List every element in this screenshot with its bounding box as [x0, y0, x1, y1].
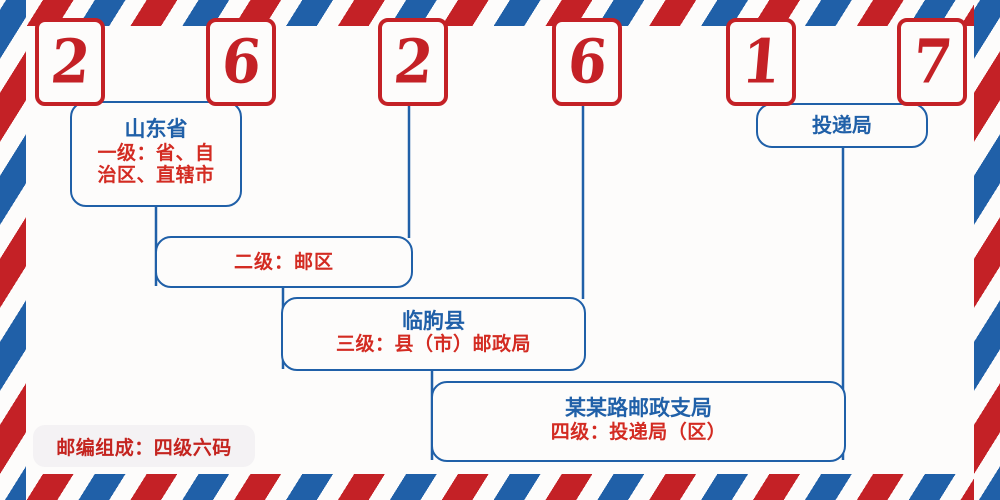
digit-glyph: 6: [564, 26, 610, 98]
level-4-description: 四级：投递局（区）: [550, 421, 727, 444]
postcode-digit-2: 6: [206, 18, 276, 106]
digit-glyph: 2: [47, 26, 93, 98]
level-1-callout: 山东省 一级：省、自 治区、直辖市: [70, 101, 242, 207]
airmail-border-bottom: [0, 474, 1000, 500]
level-3-description: 三级：县（市）邮政局: [335, 333, 531, 356]
postcode-digit-4: 6: [552, 18, 622, 106]
digit-glyph: 1: [738, 26, 784, 98]
airmail-border-left: [0, 0, 26, 500]
digit-glyph: 2: [390, 26, 436, 98]
level-3-place: 临朐县: [402, 307, 465, 333]
postcode-digit-6: 7: [897, 18, 967, 106]
digit-glyph: 7: [909, 26, 955, 98]
level-3-callout: 临朐县 三级：县（市）邮政局: [281, 297, 586, 371]
postcode-composition-chip: 邮编组成：四级六码: [33, 425, 255, 467]
level-2-description: 二级：邮区: [233, 250, 334, 273]
delivery-office-label: 投递局: [812, 113, 872, 138]
level-4-place: 某某路邮政支局: [565, 394, 712, 420]
level-1-description-line2: 治区、直辖市: [97, 164, 215, 187]
delivery-office-callout: 投递局: [756, 103, 928, 148]
level-4-callout: 某某路邮政支局 四级：投递局（区）: [431, 381, 846, 462]
level-1-place: 山东省: [124, 116, 188, 142]
airmail-border-top: [0, 0, 1000, 26]
postcode-digit-3: 2: [378, 18, 448, 106]
digit-glyph: 6: [218, 26, 264, 98]
level-2-callout: 二级：邮区: [155, 236, 413, 288]
airmail-border-right: [974, 0, 1000, 500]
postcode-composition-text: 邮编组成：四级六码: [56, 436, 232, 459]
level-1-description-line1: 一级：省、自: [97, 141, 215, 164]
postcode-digit-1: 2: [35, 18, 105, 106]
postcode-digit-5: 1: [726, 18, 796, 106]
